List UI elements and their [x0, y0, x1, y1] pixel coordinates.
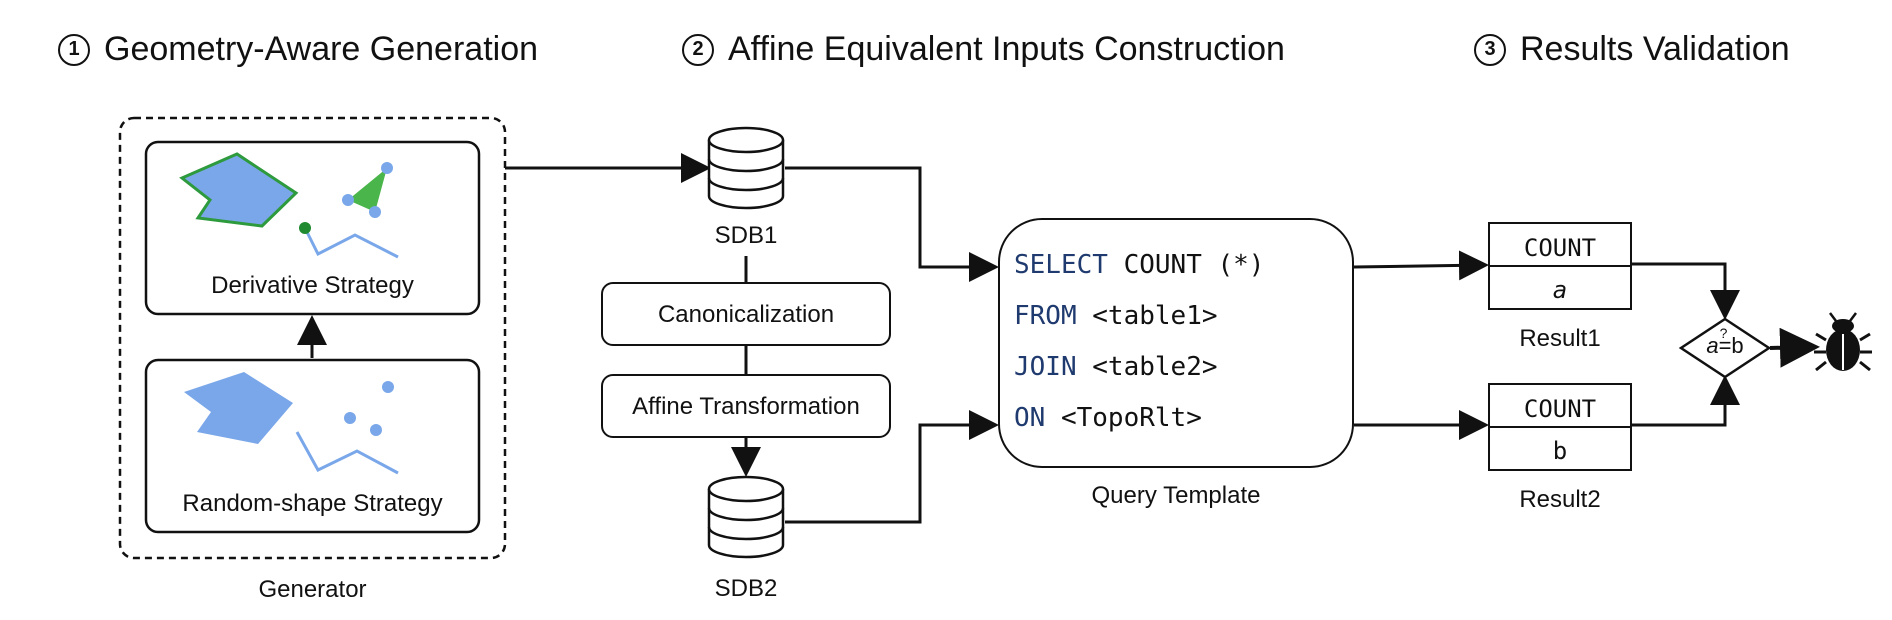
arrow-result1-to-compare	[1632, 262, 1740, 320]
compare-diamond	[1678, 317, 1772, 379]
canonicalization-label: Canonicalization	[657, 301, 835, 328]
sdb2-label: SDB2	[714, 575, 778, 602]
sql-keyword: ON	[1014, 403, 1046, 433]
affine-transformation-box: Affine Transformation	[601, 374, 891, 438]
derivative-strategy-label: Derivative Strategy	[211, 272, 414, 299]
compare-question-mark: ?	[1719, 325, 1728, 341]
sql-text: <table2>	[1076, 352, 1218, 382]
derivative-polygon-shape	[179, 152, 299, 228]
result2-header: COUNT	[1523, 395, 1597, 423]
bug-icon	[1814, 312, 1872, 372]
random-point	[382, 381, 394, 393]
compare-operator: ?=	[1718, 325, 1732, 358]
random-strategy-label: Random-shape Strategy	[182, 490, 443, 517]
arrow-compare-to-bug	[1769, 327, 1820, 368]
compare-right: b	[1731, 333, 1744, 358]
stage-title-text: Geometry-Aware Generation	[104, 30, 539, 68]
derivative-point	[342, 194, 354, 206]
query-template-box	[998, 218, 1354, 468]
canonicalization-box: Canonicalization	[601, 282, 891, 346]
sql-text: <TopoRlt>	[1045, 403, 1202, 433]
sql-text: COUNT (*)	[1107, 250, 1265, 280]
result2-value: b	[1552, 437, 1568, 465]
compare-left: a	[1706, 333, 1719, 358]
arrow-query-to-result1	[1353, 250, 1489, 281]
compare-equals: =	[1718, 333, 1732, 358]
stage-title-3: 3 Results Validation	[1474, 30, 1790, 69]
stage-title-text: Affine Equivalent Inputs Construction	[728, 30, 1285, 68]
derivative-green-point	[299, 222, 311, 234]
database-icon	[707, 475, 785, 559]
derivative-point	[381, 162, 393, 174]
result2-table	[1488, 383, 1632, 471]
query-line-on: ON <TopoRlt>	[1014, 403, 1202, 433]
step-number: 3	[1474, 33, 1506, 66]
result2-label: Result2	[1519, 486, 1601, 513]
result1-label: Result1	[1519, 325, 1601, 352]
affine-transformation-label: Affine Transformation	[632, 393, 860, 420]
sql-keyword: FROM	[1014, 301, 1077, 331]
stage-title-2: 2 Affine Equivalent Inputs Construction	[682, 30, 1285, 69]
random-linestring	[295, 431, 399, 475]
derivative-linestring	[303, 227, 399, 259]
generator-label: Generator	[258, 576, 367, 603]
query-line-join: JOIN <table2>	[1014, 352, 1218, 382]
random-polygon-shape	[184, 372, 293, 444]
result1-value: a	[1552, 276, 1568, 304]
step-number: 2	[682, 33, 714, 66]
random-point	[370, 424, 382, 436]
result1-header: COUNT	[1523, 234, 1597, 262]
arrow-result2-to-compare	[1632, 375, 1740, 427]
stage-title-1: 1 Geometry-Aware Generation	[58, 30, 538, 69]
compare-expression: a?=b	[1695, 325, 1755, 358]
query-line-from: FROM <table1>	[1014, 301, 1218, 331]
generator-group	[118, 116, 507, 560]
stage-title-text: Results Validation	[1520, 30, 1790, 68]
random-point	[344, 412, 356, 424]
derivative-triangle-shape	[348, 168, 387, 212]
sdb1-label: SDB1	[714, 222, 778, 249]
arrow-sdb1-to-query	[785, 166, 999, 282]
derivative-point	[369, 206, 381, 218]
sql-keyword: JOIN	[1014, 352, 1077, 382]
database-icon	[707, 126, 785, 210]
sql-text: <table1>	[1076, 301, 1218, 331]
sql-keyword: SELECT	[1014, 250, 1108, 280]
query-line-select: SELECT COUNT (*)	[1014, 250, 1264, 280]
arrow-sdb2-to-query	[785, 410, 999, 524]
result1-table	[1488, 222, 1632, 310]
step-number: 1	[58, 33, 90, 66]
query-template-label: Query Template	[1091, 482, 1261, 509]
